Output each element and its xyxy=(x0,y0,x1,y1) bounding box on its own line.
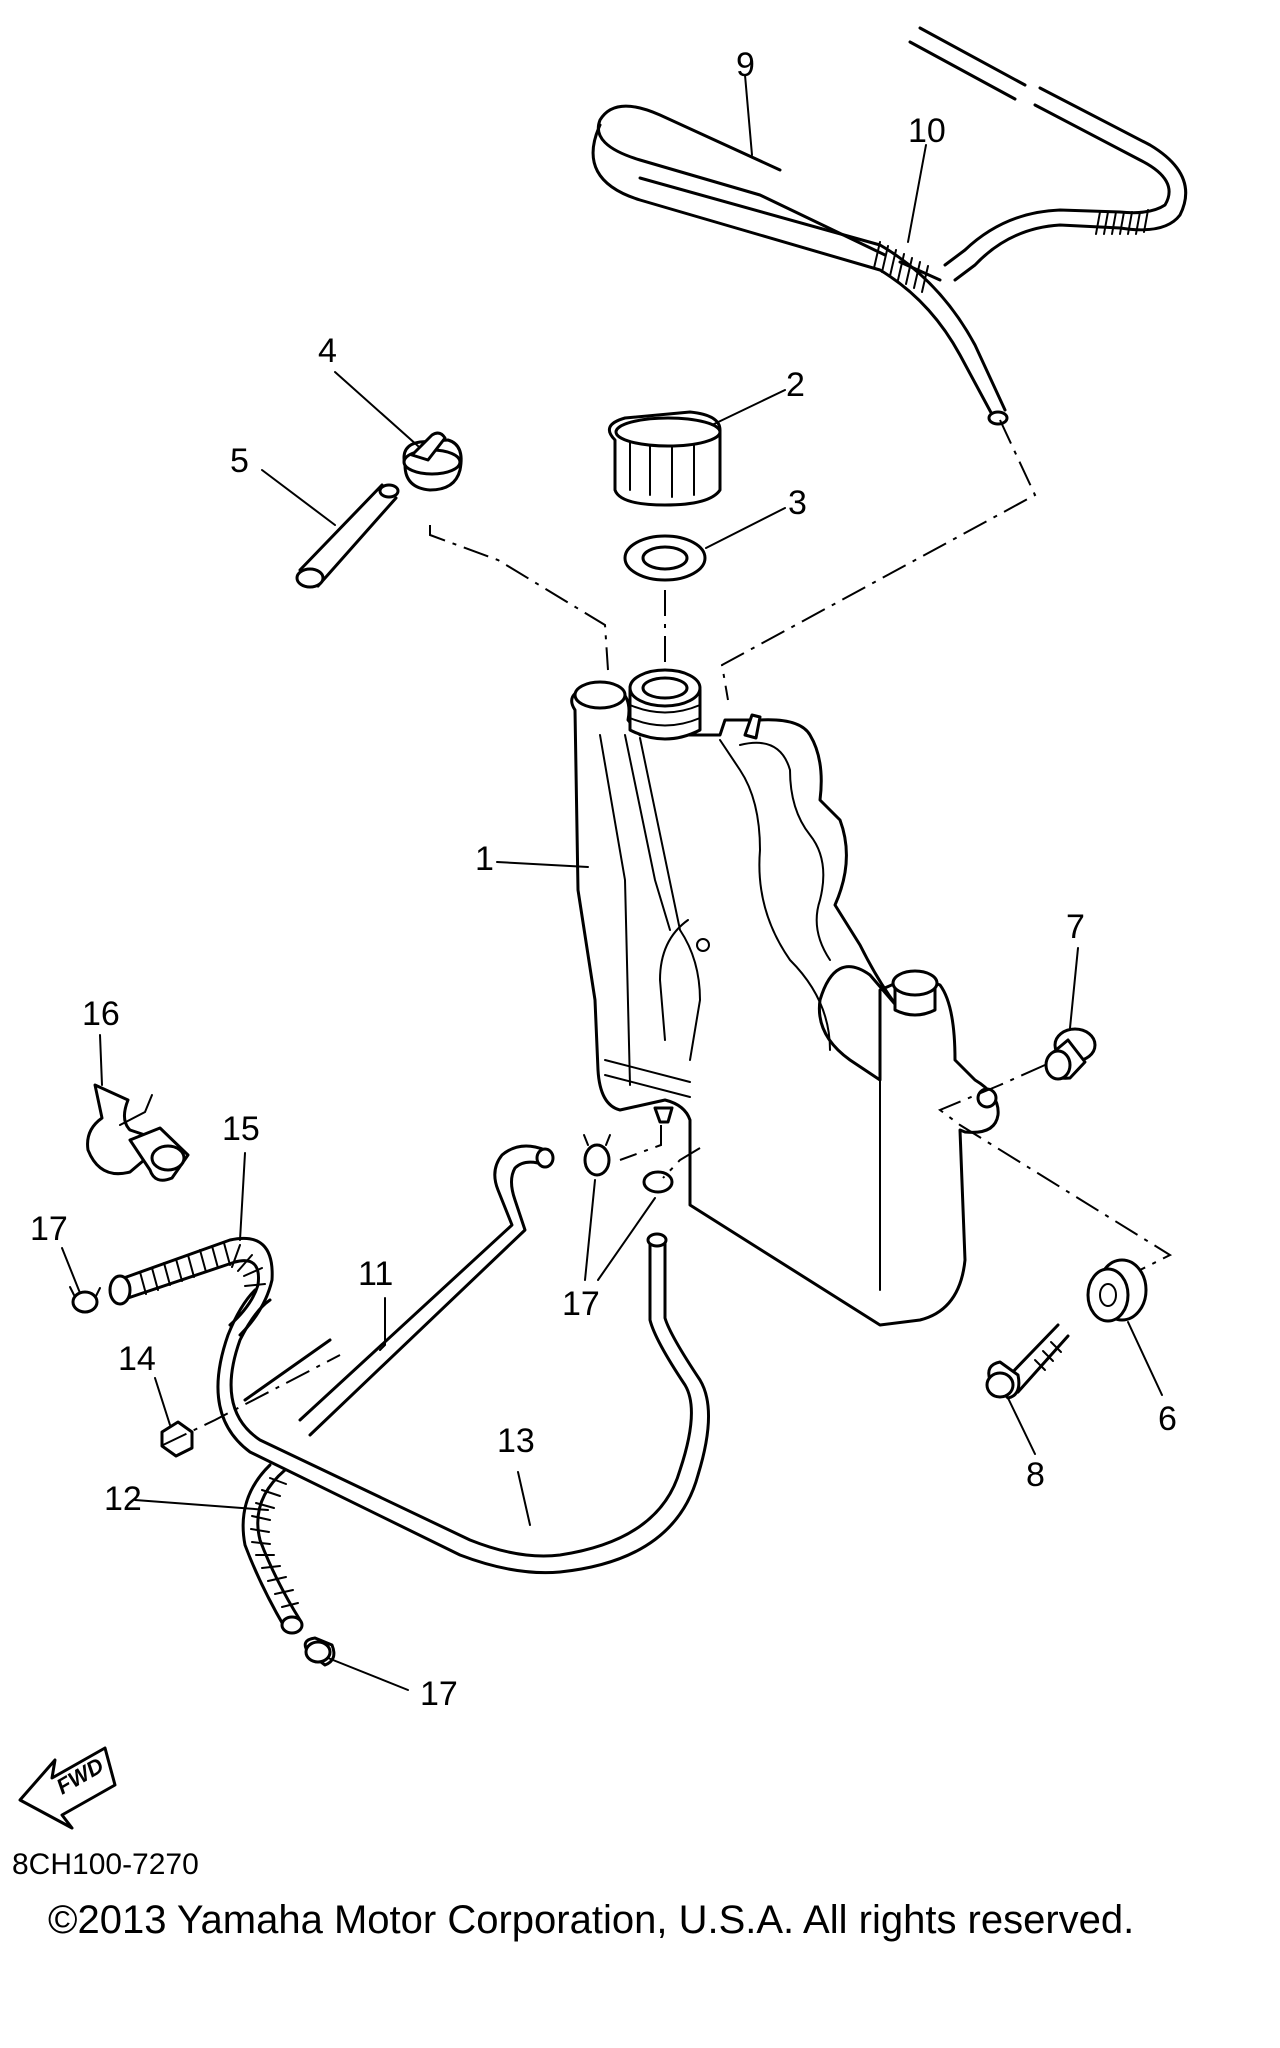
callout-8: 8 xyxy=(1026,1456,1045,1494)
clip-center-1 xyxy=(583,1134,611,1177)
callout-13: 13 xyxy=(497,1422,535,1460)
callout-2: 2 xyxy=(786,366,805,404)
short-pipe xyxy=(295,483,400,589)
copyright-notice: ©2013 Yamaha Motor Corporation, U.S.A. A… xyxy=(48,1898,1135,1942)
callout-17-center: 17 xyxy=(562,1285,600,1323)
callout-11: 11 xyxy=(358,1255,393,1293)
callout-14: 14 xyxy=(118,1340,156,1378)
callout-5: 5 xyxy=(230,442,249,480)
vent-cap xyxy=(402,431,463,492)
callout-10: 10 xyxy=(908,112,946,150)
leader-lines xyxy=(61,74,1163,1691)
filler-cap xyxy=(607,410,722,507)
callout-7: 7 xyxy=(1066,908,1085,946)
bolt xyxy=(985,1323,1070,1400)
callout-6: 6 xyxy=(1158,1400,1177,1438)
callout-labels: 1 2 3 4 5 6 7 8 9 10 11 12 13 14 15 16 1… xyxy=(30,46,1177,1713)
lower-hose xyxy=(216,1232,711,1575)
callout-15: 15 xyxy=(222,1110,260,1148)
return-hose xyxy=(243,1144,555,1437)
collar xyxy=(1044,1027,1097,1081)
vent-hose xyxy=(591,26,1188,426)
callout-12: 12 xyxy=(104,1480,142,1518)
clip-left xyxy=(69,1286,101,1314)
callout-17-left: 17 xyxy=(30,1210,68,1248)
callout-17-bottom: 17 xyxy=(420,1675,458,1713)
corrugated-hose xyxy=(108,1236,274,1337)
callout-1: 1 xyxy=(475,840,494,878)
grommet xyxy=(1086,1258,1148,1323)
hose-clamp-bracket xyxy=(86,1083,190,1182)
gasket xyxy=(623,534,707,582)
callout-16: 16 xyxy=(82,995,120,1033)
callout-3: 3 xyxy=(788,484,807,522)
clip-center-2 xyxy=(642,1170,674,1194)
small-corrugated-hose xyxy=(241,1463,304,1635)
callout-9: 9 xyxy=(736,46,755,84)
callout-4: 4 xyxy=(318,332,337,370)
oil-tank xyxy=(570,668,1000,1327)
clip-bottom xyxy=(303,1636,336,1667)
part-code: 8CH100-7270 xyxy=(12,1848,199,1881)
assembly-lines xyxy=(162,419,1173,1446)
fwd-arrow: FWD xyxy=(18,1746,117,1830)
